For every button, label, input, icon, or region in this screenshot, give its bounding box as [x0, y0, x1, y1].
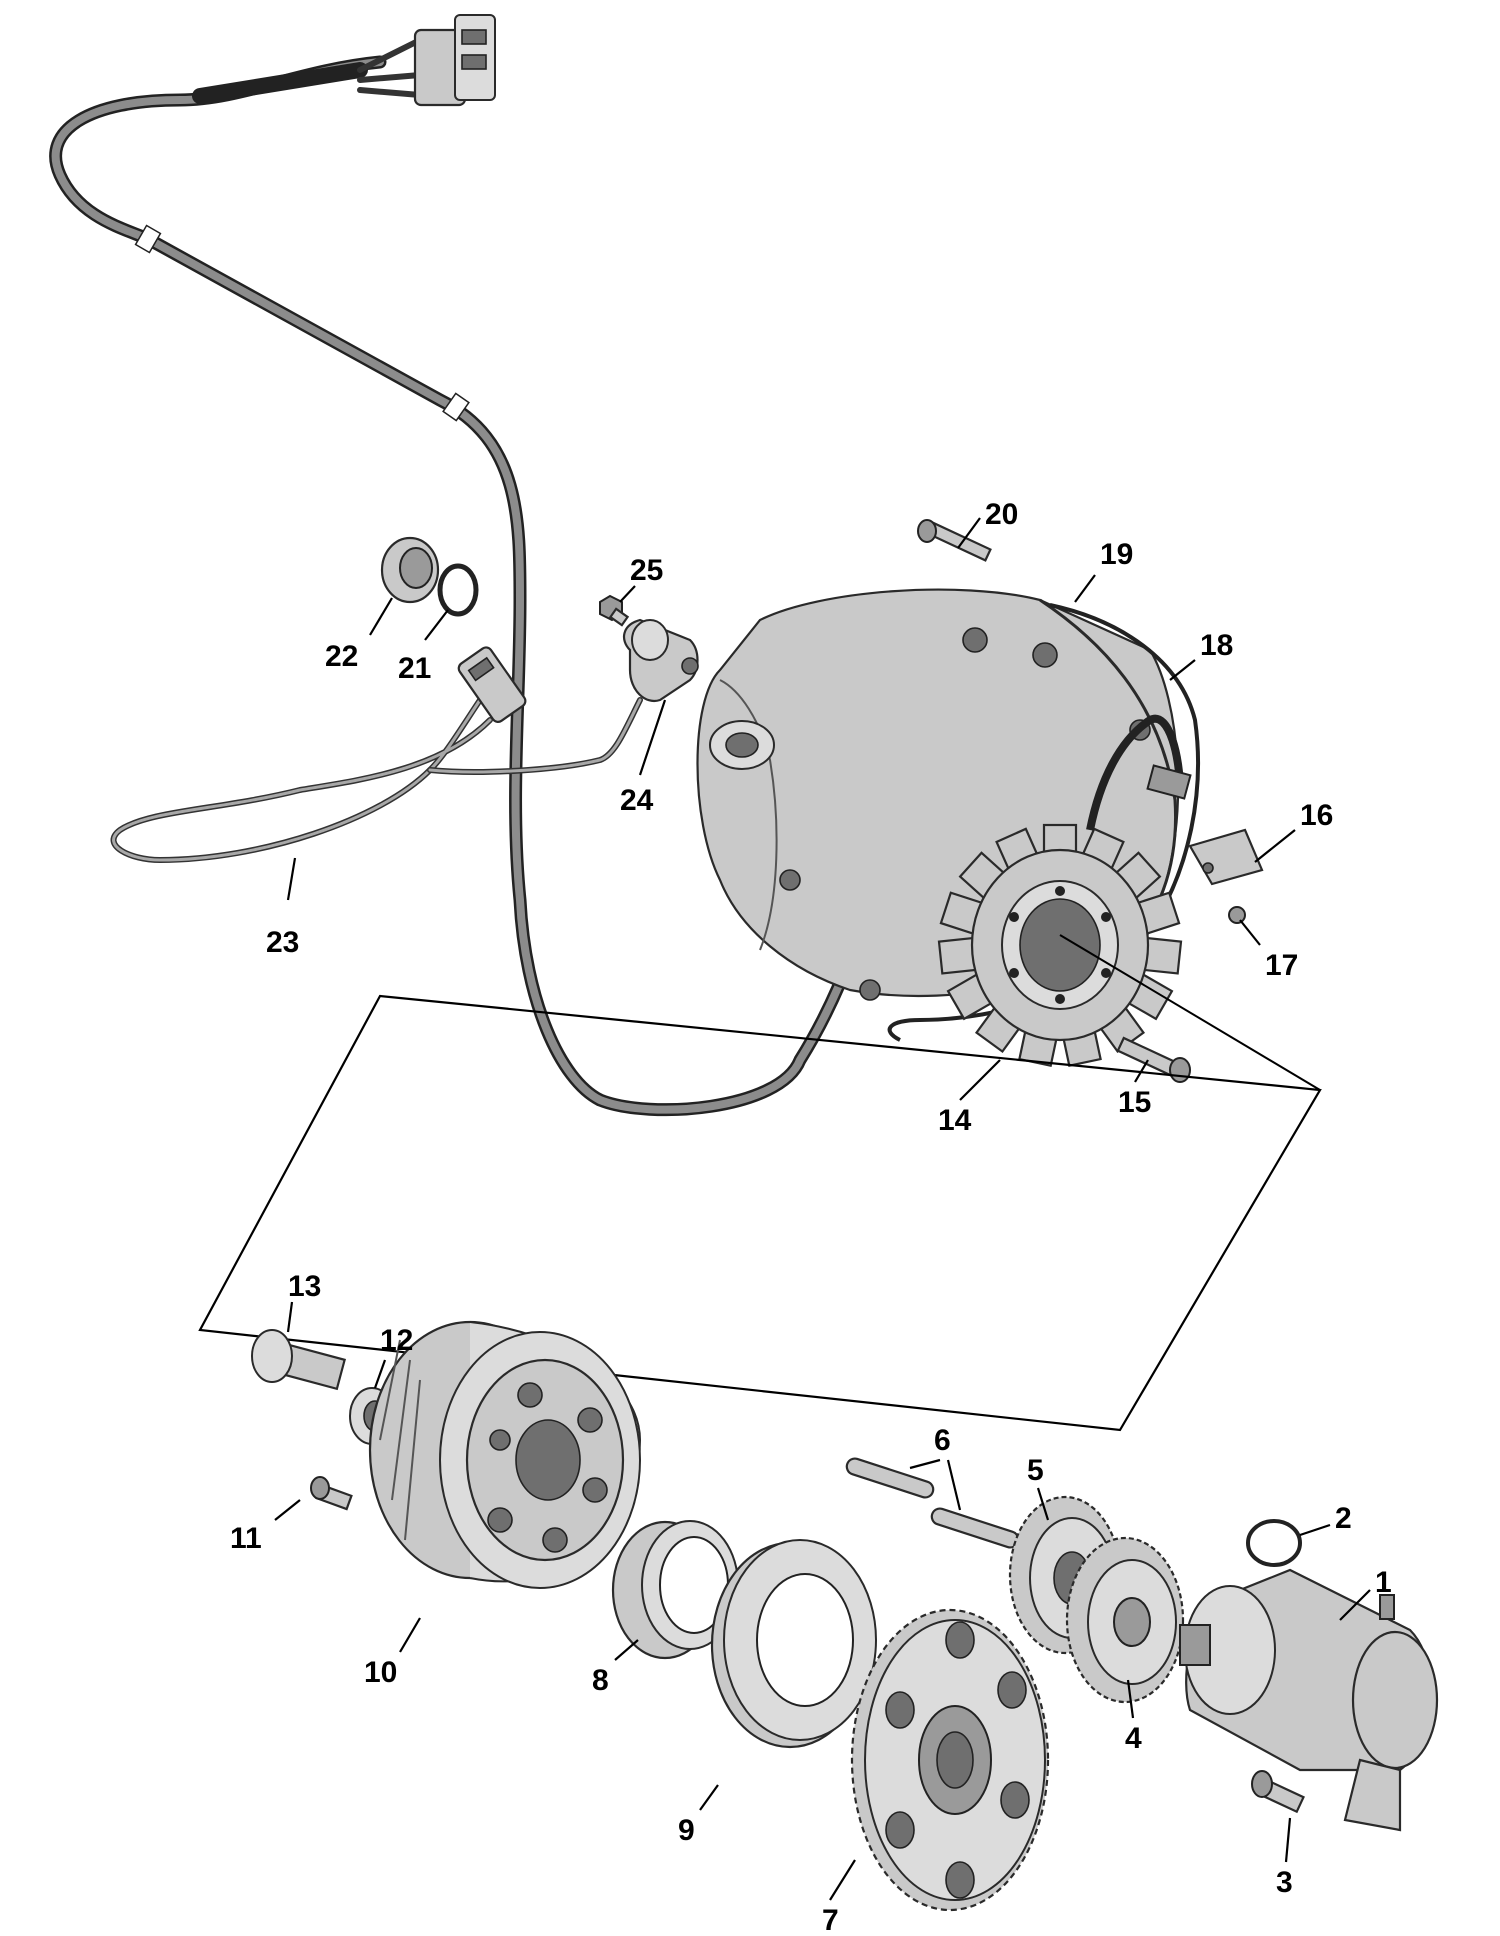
callout-24: 24 [620, 784, 654, 817]
callout-19: 19 [1100, 538, 1133, 571]
callout-11: 11 [230, 1522, 262, 1555]
callout-21: 21 [398, 652, 431, 685]
assembly-bracket-box [198, 934, 1322, 1432]
plug-cap [380, 536, 440, 604]
stator [937, 714, 1192, 1068]
callout-15: 15 [1118, 1086, 1151, 1119]
callout-17: 17 [1265, 949, 1298, 982]
callout-25: 25 [630, 554, 663, 587]
sensor-bolt [599, 594, 630, 627]
callout-13: 13 [288, 1270, 321, 1303]
sensor-connector [457, 646, 527, 723]
callout-16: 16 [1300, 799, 1333, 832]
speed-sensor [622, 618, 699, 703]
callout-2: 2 [1335, 1502, 1352, 1535]
thrust-plate [710, 1539, 877, 1749]
callout-14: 14 [938, 1104, 972, 1137]
rotor-bolt [251, 1329, 347, 1391]
starter-bolt [1251, 1770, 1305, 1814]
callout-22: 22 [325, 640, 358, 673]
leader-lines [274, 517, 1371, 1901]
secondary-wire-harness [110, 646, 643, 864]
callout-9: 9 [678, 1814, 695, 1847]
callout-5: 5 [1027, 1454, 1044, 1487]
drive-gear [1065, 1536, 1185, 1704]
callout-20: 20 [985, 498, 1018, 531]
cable-clamp [1188, 828, 1264, 886]
o-ring-small [437, 563, 479, 617]
callout-18: 18 [1200, 629, 1233, 662]
cover-bolt [917, 519, 992, 562]
rotor-small-bolt [310, 1476, 353, 1511]
callout-labels: 1 2 3 4 5 6 7 8 9 10 11 12 13 14 15 16 1… [230, 498, 1392, 1936]
callout-8: 8 [592, 1664, 609, 1697]
callout-1: 1 [1375, 1566, 1392, 1599]
callout-3: 3 [1276, 1866, 1293, 1899]
callout-12: 12 [380, 1324, 413, 1357]
callout-10: 10 [364, 1656, 397, 1689]
starter-ring-gear [850, 1608, 1050, 1912]
gear-pins [845, 1457, 1020, 1549]
starter-motor [1179, 1568, 1439, 1832]
callout-23: 23 [266, 926, 299, 959]
callout-7: 7 [822, 1904, 839, 1936]
callout-6: 6 [934, 1424, 951, 1457]
harness-connector [357, 14, 496, 107]
starter-o-ring [1246, 1519, 1302, 1567]
clamp-screw [1228, 906, 1246, 924]
callout-4: 4 [1125, 1722, 1142, 1755]
flywheel-rotor [368, 1320, 642, 1589]
